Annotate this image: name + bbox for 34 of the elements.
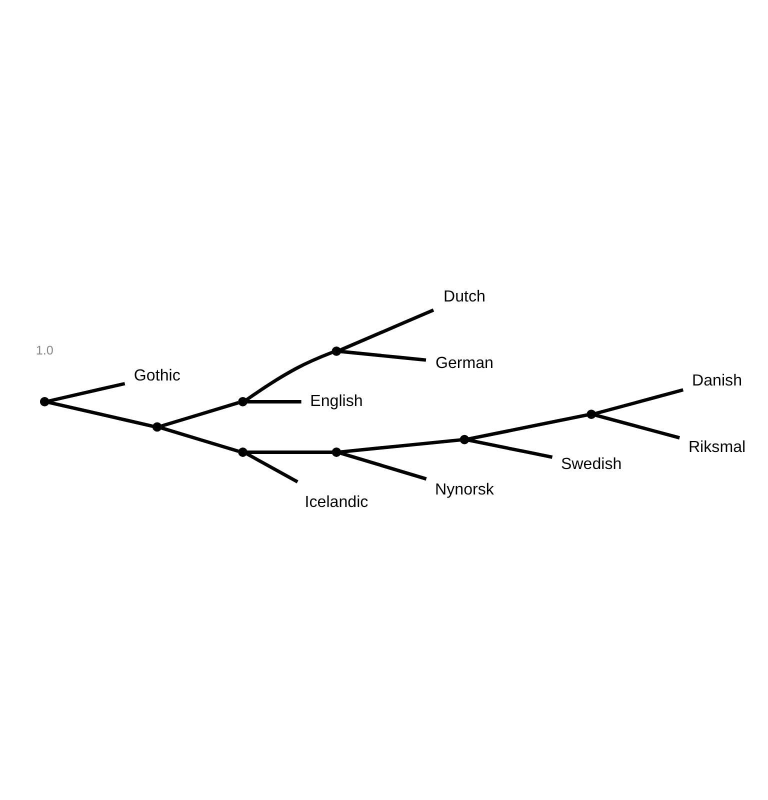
node-circle [238, 448, 248, 457]
connector [160, 401, 239, 428]
node-text: Nynorsk [435, 480, 494, 498]
node-text: Dutch [443, 288, 486, 306]
connector [595, 414, 680, 440]
node-circle [238, 397, 248, 406]
connector [247, 400, 302, 404]
connector [246, 350, 334, 402]
node-text: Riksmal [688, 438, 746, 456]
node-circle [460, 434, 470, 444]
node-circle [332, 448, 342, 457]
node-text: Icelandic [304, 492, 368, 511]
node-circle [586, 410, 596, 420]
connector [247, 450, 332, 454]
node-text: Danish [692, 371, 742, 390]
connector [468, 438, 553, 459]
connector [246, 452, 298, 484]
connector [340, 350, 426, 362]
connector [468, 413, 588, 441]
node-circle [152, 422, 162, 432]
connector [160, 426, 239, 453]
connector [595, 388, 684, 416]
connector [48, 400, 154, 428]
node-circle [40, 397, 50, 406]
connector [340, 308, 434, 352]
label: 1.0 [36, 343, 54, 358]
node-text: Gothic [134, 366, 180, 385]
node-circle [332, 346, 342, 356]
connector [340, 438, 460, 454]
node-text: German [435, 354, 494, 372]
node-text: Swedish [560, 455, 622, 474]
connector [48, 382, 126, 403]
connector [340, 452, 427, 481]
node-text: English [310, 392, 363, 410]
